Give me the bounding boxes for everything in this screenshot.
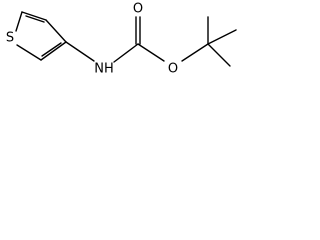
bond-c3-c4-inner [25,15,45,23]
bond-carbonyl-oester [137,43,165,62]
sulfur-atom-label: S [6,31,14,46]
carbamate-chain [65,16,209,63]
nh-atom-label: NH [94,62,114,77]
bond-ring-n [65,41,95,62]
bond-c5-s [16,44,42,61]
bond-c4-c5-inner [41,42,62,57]
bond-c4-c5 [40,41,67,61]
ester-oxygen-label: O [168,62,178,77]
tert-butyl-group [207,16,237,67]
thiophene-ring [15,11,67,61]
molecule-structure: S NH O O [6,2,237,77]
bond-s-c2 [15,11,23,32]
bond-n-carbonyl [113,43,139,63]
bond-c2-c3 [21,11,47,21]
carbonyl-oxygen-label: O [133,2,143,17]
bond-c3-c4 [45,19,67,43]
bond-tbu-down [207,43,231,67]
bond-oester-tbu [181,43,209,62]
bond-tbu-right [207,29,237,45]
